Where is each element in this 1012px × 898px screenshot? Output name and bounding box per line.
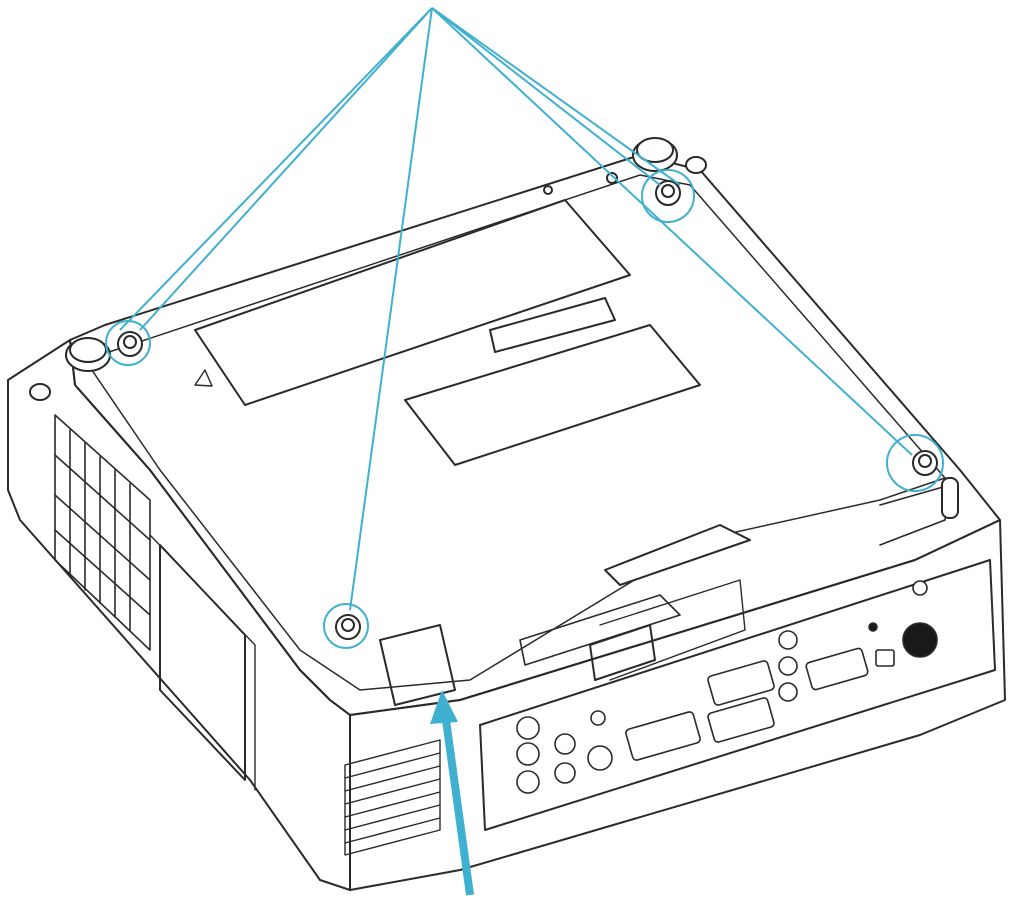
latch-tab [604, 524, 751, 586]
vga-port-1 [707, 660, 775, 706]
svideo-port [587, 745, 613, 771]
callout-line-1 [119, 7, 433, 331]
callout-circle-1 [105, 320, 151, 366]
arrow-indicator [430, 690, 474, 896]
indicator-dot [868, 622, 878, 632]
screw-hole-2 [606, 172, 618, 184]
projector-left-side [7, 339, 351, 891]
audio-jack [590, 710, 606, 726]
serial-port [805, 647, 869, 691]
projector-front-side [349, 519, 1006, 891]
callout-line-4 [349, 7, 433, 611]
dvi-port [625, 711, 701, 761]
callout-line-3 [431, 7, 913, 456]
left-side-vent [54, 414, 151, 651]
callout-circle-4 [323, 603, 369, 649]
callout-line-6 [431, 7, 681, 186]
screw-hole [543, 185, 553, 195]
vga-port-2 [707, 697, 775, 743]
bottom-face-rim [84, 174, 946, 691]
cable-cover-tab [379, 624, 456, 706]
label-sticker-medium [404, 324, 701, 466]
av-jack-3 [516, 770, 540, 794]
warning-triangle-icon [194, 369, 213, 387]
callout-circle-3 [886, 434, 944, 492]
av-jack-1 [516, 716, 540, 740]
label-sticker-small [489, 297, 616, 353]
corner-foot [941, 477, 959, 519]
sensor [912, 580, 928, 596]
av-jack-5 [554, 762, 576, 784]
jack-6 [778, 630, 798, 650]
jack-7 [778, 656, 798, 676]
av-jack-2 [516, 742, 540, 766]
hdmi-port [589, 624, 656, 681]
usb-port [875, 649, 895, 667]
callout-line-2 [431, 7, 661, 186]
callout-line-5 [139, 7, 433, 331]
power-socket [902, 622, 938, 658]
feet-group [29, 137, 959, 640]
jack-8 [778, 682, 798, 702]
label-sticker-large [194, 199, 631, 406]
speaker-grille [344, 739, 441, 856]
callout-lines [105, 7, 944, 649]
ports-group [516, 580, 938, 794]
av-jack-4 [554, 733, 576, 755]
callout-circle-2 [641, 169, 695, 223]
connector-panel [479, 559, 996, 831]
strap-loop [685, 156, 707, 174]
strap-loop-left [29, 383, 51, 401]
